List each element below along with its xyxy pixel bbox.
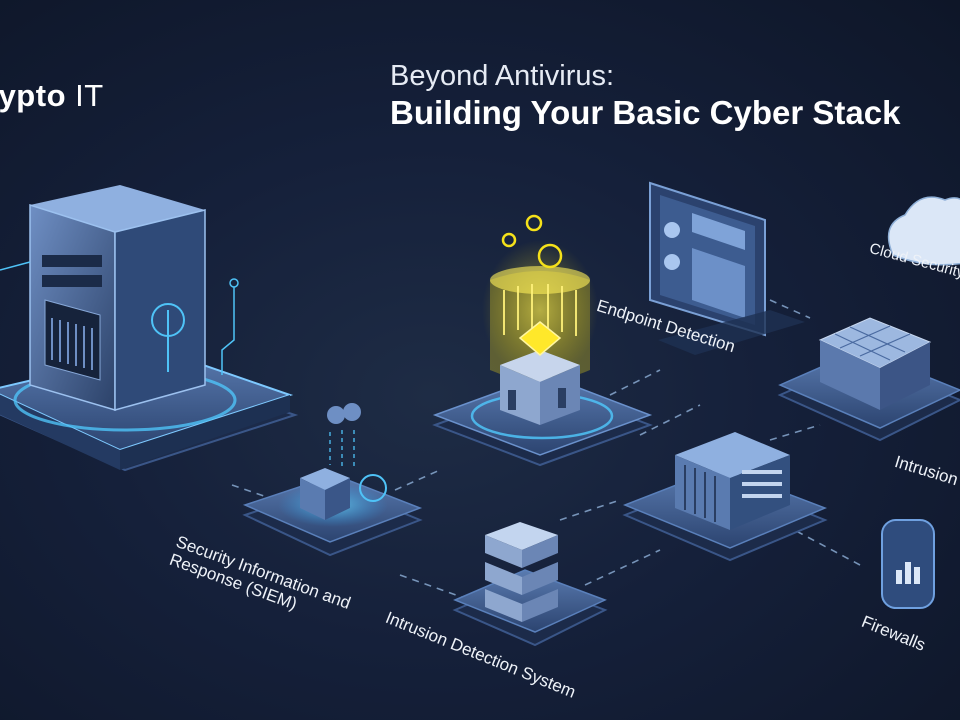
page-subtitle: Beyond Antivirus: xyxy=(390,60,615,92)
server-rack-icon xyxy=(675,432,790,530)
shield-bubbles-icon xyxy=(327,403,387,502)
database-stack-icon xyxy=(485,522,558,622)
brand-logo: rypto IT xyxy=(0,78,104,114)
server-icon xyxy=(29,185,206,412)
server-node xyxy=(0,185,299,472)
siem-node xyxy=(242,403,423,557)
connection-lines xyxy=(231,299,861,601)
ids-node xyxy=(452,522,608,647)
firewall-node xyxy=(777,317,960,442)
brand-suffix: IT xyxy=(75,78,104,113)
ring-icons xyxy=(501,214,563,269)
chip-icon xyxy=(500,321,580,425)
rack-node xyxy=(622,432,828,562)
page-title: Building Your Basic Cyber Stack xyxy=(390,94,901,131)
monitor-dashboard-icon xyxy=(649,181,805,355)
brand-name: rypto xyxy=(0,78,66,113)
cloud-icon xyxy=(887,196,960,266)
firewall-icon xyxy=(818,317,932,410)
chart-icon xyxy=(881,519,935,609)
endpoint-node xyxy=(432,214,653,467)
cube-icon xyxy=(300,468,350,520)
